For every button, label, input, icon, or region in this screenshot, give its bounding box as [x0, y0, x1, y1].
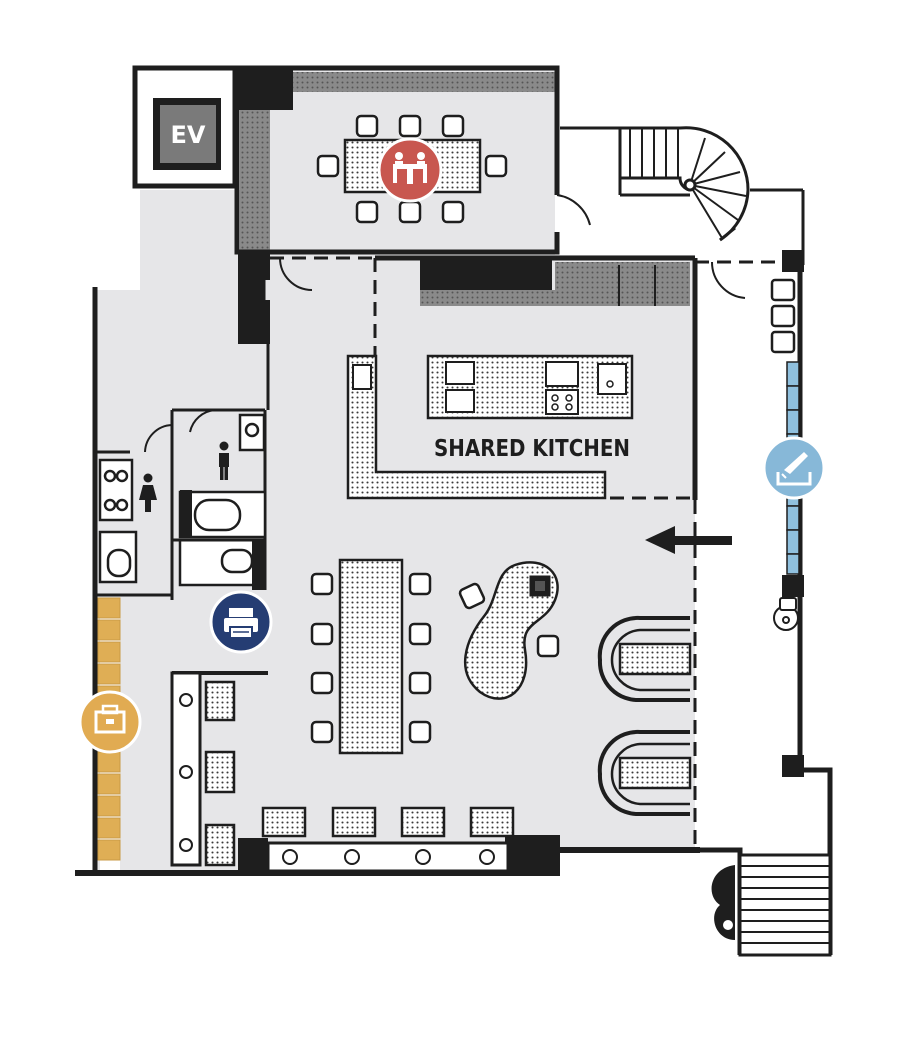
locker-icon[interactable]	[78, 690, 142, 754]
meeting-room	[234, 65, 591, 344]
workspace-desks	[75, 671, 700, 876]
mail-delivery-icon[interactable]	[762, 436, 826, 500]
shared-kitchen: SHARED KITCHEN	[270, 255, 698, 500]
meeting-room-icon[interactable]	[377, 137, 443, 203]
spiral-staircase	[560, 126, 805, 265]
kitchen-label: SHARED KITCHEN	[434, 436, 630, 462]
exterior-stairs	[711, 853, 832, 957]
printer-icon[interactable]	[209, 590, 273, 654]
restrooms	[92, 255, 271, 875]
entrance-arrow-icon	[645, 526, 732, 554]
elevator-label: EV	[171, 121, 206, 149]
organic-table	[458, 561, 560, 700]
long-table	[310, 558, 432, 755]
meeting-chairs	[316, 114, 508, 224]
elevator: EV	[132, 65, 238, 189]
female-toilet-icon	[139, 473, 157, 512]
right-corridor	[695, 250, 833, 955]
booth-seating	[597, 500, 697, 850]
male-toilet-icon	[219, 441, 229, 480]
